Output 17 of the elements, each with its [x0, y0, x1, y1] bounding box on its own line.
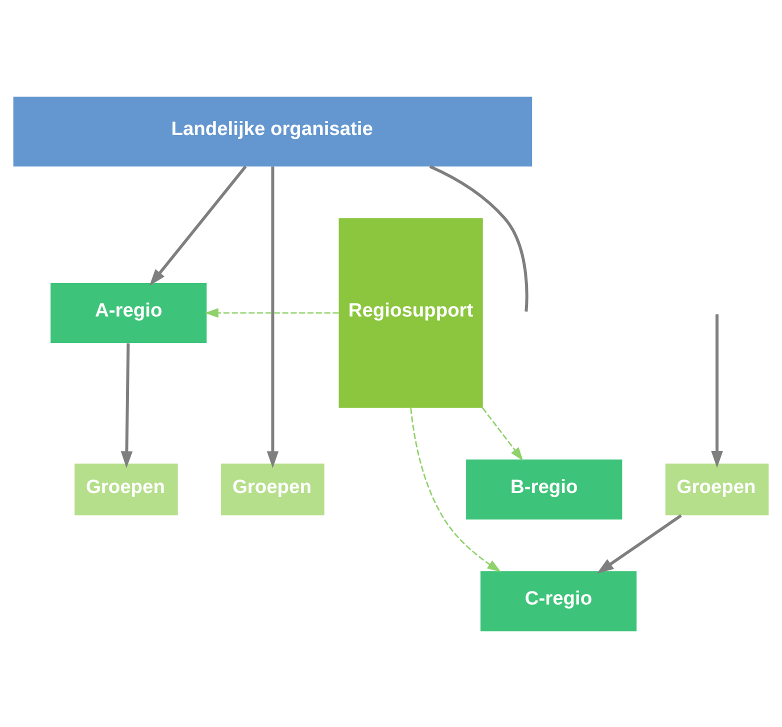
arrow [596, 514, 682, 574]
node-box: Groepen [74, 463, 178, 515]
arrow [120, 342, 133, 468]
node-box: Landelijke organisatie [13, 96, 532, 166]
node-box: B-regio [466, 458, 622, 520]
node-box: Groepen [221, 463, 324, 515]
arrow [149, 165, 247, 286]
arrow [204, 308, 339, 318]
node-box: A-regio [50, 282, 207, 342]
node-box: Regiosupport [338, 218, 483, 408]
arrow [266, 166, 279, 468]
arrow [482, 406, 524, 460]
connector [429, 164, 528, 312]
node-box: C-regio [480, 570, 637, 631]
arrow [410, 407, 501, 572]
node-box: Groepen [665, 463, 769, 515]
arrow [711, 314, 723, 468]
